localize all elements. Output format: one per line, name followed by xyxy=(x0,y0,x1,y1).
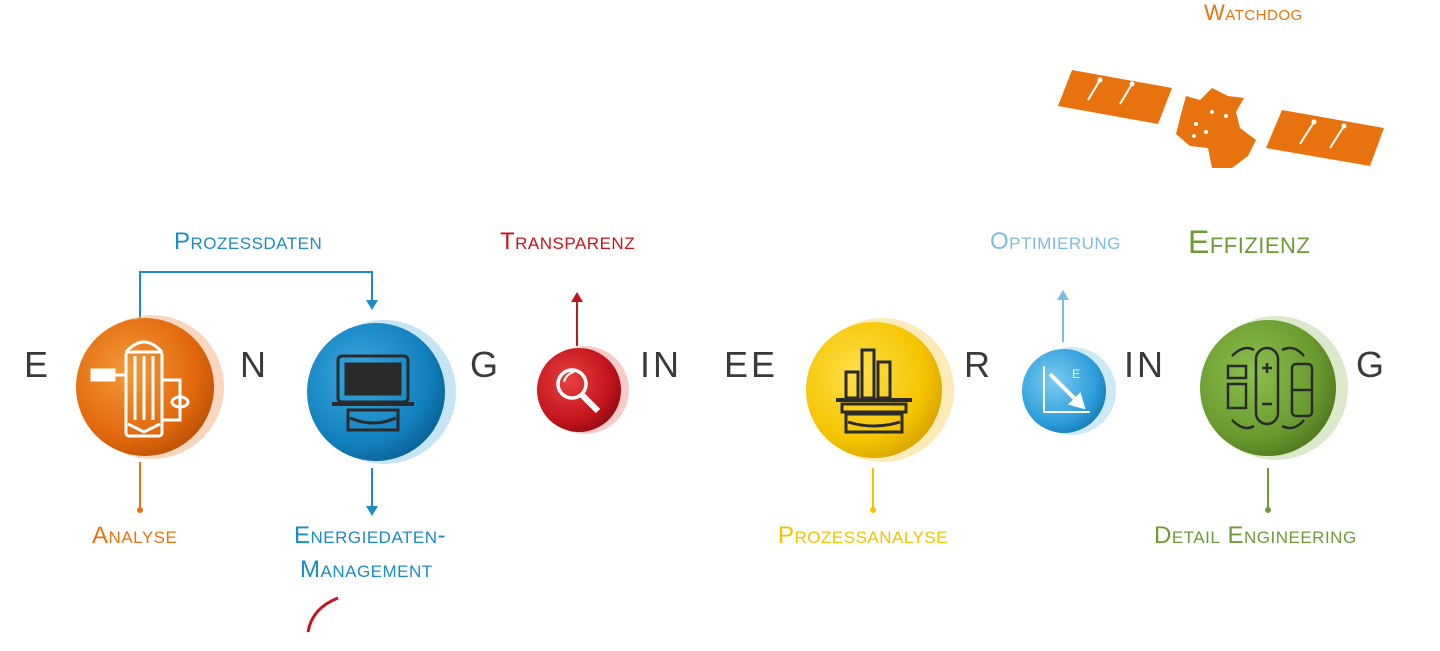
down-trend-chart-icon: E xyxy=(1043,366,1090,413)
transparenz-label: Transparenz xyxy=(500,228,636,255)
letters-ee: EE xyxy=(724,344,779,385)
satellite-dog-icon xyxy=(1058,70,1384,168)
optimierung-circle: E xyxy=(1022,347,1116,435)
letters-in-1: IN xyxy=(640,344,682,385)
transparenz-circle xyxy=(537,346,629,434)
letter-g2: G xyxy=(1356,344,1388,385)
optimierung-label: Optimierung xyxy=(990,228,1121,255)
analyse-label: Analyse xyxy=(92,522,178,549)
detail-engineering-circle xyxy=(1200,316,1348,460)
letter-g1: G xyxy=(470,344,502,385)
magnifier-icon xyxy=(556,368,601,414)
energiedaten-label-line1: Energiedaten- xyxy=(294,522,447,549)
energiedaten-label-line2: Management xyxy=(300,556,433,583)
energiedaten-circle xyxy=(307,320,456,464)
watchdog-label: Watchdog xyxy=(1204,0,1303,25)
detail-engineering-label: Detail Engineering xyxy=(1154,522,1357,549)
monitor-icon xyxy=(332,354,414,432)
svg-text:E: E xyxy=(1072,367,1080,381)
heat-exchanger-icon xyxy=(90,340,190,438)
effizienz-label: Effizienz xyxy=(1188,224,1311,260)
prozessanalyse-label: Prozessanalyse xyxy=(778,522,949,549)
letter-r: R xyxy=(964,344,993,385)
process-cycle-icon xyxy=(1226,346,1314,430)
letter-n: N xyxy=(240,344,269,385)
prozessdaten-label: Prozessdaten xyxy=(174,228,323,255)
prozessanalyse-circle xyxy=(806,318,954,462)
analyse-circle xyxy=(76,315,224,459)
bar-chart-icon xyxy=(836,348,912,434)
letters-in-2: IN xyxy=(1124,344,1166,385)
red-arc-mark xyxy=(306,596,339,633)
letter-e: E xyxy=(24,344,52,385)
